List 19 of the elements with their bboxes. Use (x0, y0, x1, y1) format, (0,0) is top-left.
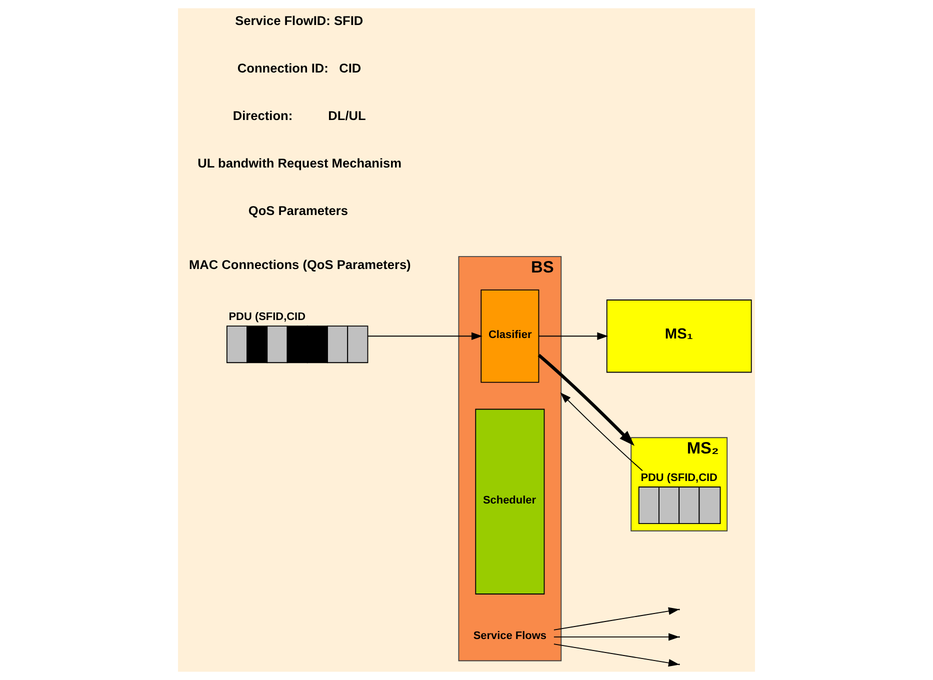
node-box: Clasifier (480, 289, 540, 383)
label: Connection ID: CID (237, 60, 362, 76)
label: UL bandwith Request Mechanism (198, 156, 402, 171)
label: Direction: DL/UL (232, 108, 366, 124)
arrow (538, 354, 634, 446)
node-text: Service Flows (473, 630, 547, 642)
arrow (560, 392, 643, 472)
node-label: PDU (SFID,CID (640, 472, 718, 484)
arrow (538, 332, 608, 340)
label: Service FlowID: SFID (235, 12, 364, 28)
node-box: MS₁ (606, 300, 752, 373)
arrow (367, 332, 482, 340)
node-box: Scheduler (475, 408, 545, 594)
label: QoS Parameters (248, 203, 348, 218)
label: MAC Connections (QoS Parameters) (188, 257, 411, 272)
arrow (553, 607, 680, 630)
arrow (553, 644, 680, 667)
node-label: PDU (SFID,CID (228, 311, 306, 324)
arrow (553, 633, 680, 641)
